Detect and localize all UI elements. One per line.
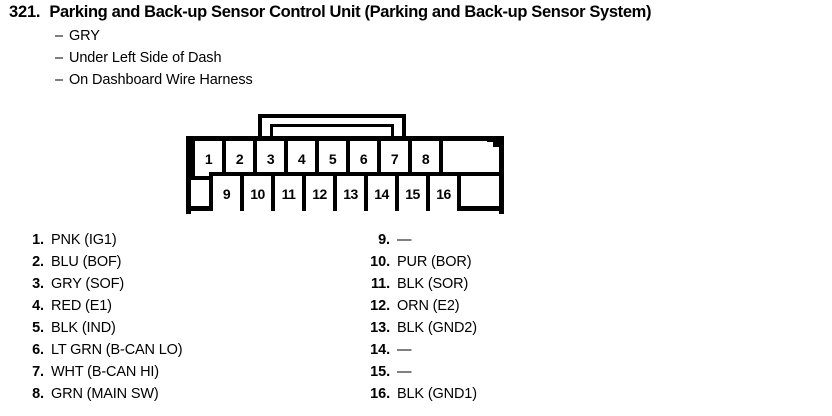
pin-number: 3. — [32, 276, 44, 292]
pin-label: BLK (SOR) — [397, 276, 469, 292]
pin-number: 4. — [32, 298, 44, 314]
detail-line-color-text: GRY — [68, 28, 100, 44]
pin-list-item: 11. BLK (SOR) — [360, 276, 477, 298]
pin-label: BLU (BOF) — [51, 254, 122, 270]
bullet-dash-icon: – — [55, 50, 63, 66]
pin-label: WHT (B-CAN HI) — [51, 364, 159, 380]
pin-label: — — [397, 364, 412, 380]
connector-stem-right — [499, 136, 504, 214]
pin-number: 7. — [32, 364, 44, 380]
pin-number: 1. — [32, 232, 44, 248]
pin-label: ORN (E2) — [397, 298, 460, 314]
pin-number: 9. — [378, 232, 390, 248]
pin-label: BLK (GND2) — [397, 320, 477, 336]
pin-list-item: 16. BLK (GND1) — [360, 386, 477, 408]
pin-label: GRY (SOF) — [51, 276, 125, 292]
pin-list-item: 9. — — [360, 232, 477, 254]
connector-row-top: 1 2 3 4 5 6 7 8 — [191, 136, 499, 180]
bullet-dash-icon: – — [55, 72, 63, 88]
pin-cell: 11 — [271, 172, 306, 211]
pin-number: 10. — [370, 254, 390, 270]
pin-cell: 12 — [302, 172, 337, 211]
detail-line-color: – GRY — [55, 28, 100, 44]
pin-list-item: 15. — — [360, 364, 477, 386]
connector-pin-grid: 1 2 3 4 5 6 7 8 9 10 11 12 13 14 15 16 — [191, 136, 499, 214]
page-title-number: 321. — [9, 3, 41, 21]
pin-label: RED (E1) — [51, 298, 112, 314]
pin-list-right: 9. — 10. PUR (BOR) 11. BLK (SOR) 12. ORN… — [360, 232, 477, 408]
detail-line-location-text: Under Left Side of Dash — [68, 50, 222, 66]
connector-stem-left — [186, 136, 191, 214]
bullet-dash-icon: – — [55, 28, 63, 44]
pin-label: BLK (GND1) — [397, 386, 477, 402]
pin-label: PNK (IG1) — [51, 232, 117, 248]
connector-notch-right — [493, 142, 499, 147]
connector-diagram: 1 2 3 4 5 6 7 8 9 10 11 12 13 14 15 16 — [186, 114, 504, 214]
pin-list-item: 13. BLK (GND2) — [360, 320, 477, 342]
pin-number: 5. — [32, 320, 44, 336]
pin-list-item: 5. BLK (IND) — [14, 320, 182, 342]
pin-cell: 10 — [240, 172, 275, 211]
pin-number: 15. — [370, 364, 390, 380]
pin-number: 2. — [32, 254, 44, 270]
pin-cell: 15 — [395, 172, 430, 211]
pin-number: 16. — [370, 386, 390, 402]
pin-list-item: 4. RED (E1) — [14, 298, 182, 320]
page-title-text: Parking and Back-up Sensor Control Unit … — [49, 3, 652, 21]
pin-number: 14. — [370, 342, 390, 358]
pin-label: BLK (IND) — [51, 320, 116, 336]
pin-number: 6. — [32, 342, 44, 358]
pin-number: 13. — [370, 320, 390, 336]
pin-cell: 16 — [426, 172, 461, 211]
pin-list-item: 14. — — [360, 342, 477, 364]
pin-list-item: 12. ORN (E2) — [360, 298, 477, 320]
connector-row-bottom: 9 10 11 12 13 14 15 16 — [209, 172, 499, 211]
pin-label: LT GRN (B-CAN LO) — [51, 342, 183, 358]
pin-cell: 9 — [209, 172, 244, 211]
pin-list-item: 3. GRY (SOF) — [14, 276, 182, 298]
pin-label: — — [397, 232, 412, 248]
pin-cell: 13 — [333, 172, 368, 211]
detail-line-harness: – On Dashboard Wire Harness — [55, 72, 253, 88]
pin-list-item: 10. PUR (BOR) — [360, 254, 477, 276]
pin-label: GRN (MAIN SW) — [51, 386, 159, 402]
pin-label: — — [397, 342, 412, 358]
pin-list-item: 7. WHT (B-CAN HI) — [14, 364, 182, 386]
detail-line-harness-text: On Dashboard Wire Harness — [68, 72, 253, 88]
detail-line-location: – Under Left Side of Dash — [55, 50, 222, 66]
pin-cell: 14 — [364, 172, 399, 211]
pin-number: 11. — [370, 276, 390, 292]
pin-list-item: 2. BLU (BOF) — [14, 254, 182, 276]
connector-shell: 1 2 3 4 5 6 7 8 9 10 11 12 13 14 15 16 — [186, 136, 504, 214]
page-title: 321. Parking and Back-up Sensor Control … — [9, 3, 829, 22]
pin-number: 12. — [370, 298, 390, 314]
pin-number: 8. — [32, 386, 44, 402]
pin-label: PUR (BOR) — [397, 254, 472, 270]
pin-list-item: 8. GRN (MAIN SW) — [14, 386, 182, 408]
pin-list-item: 1. PNK (IG1) — [14, 232, 182, 254]
pin-list-left: 1. PNK (IG1) 2. BLU (BOF) 3. GRY (SOF) 4… — [14, 232, 183, 408]
pin-list-item: 6. LT GRN (B-CAN LO) — [14, 342, 183, 364]
